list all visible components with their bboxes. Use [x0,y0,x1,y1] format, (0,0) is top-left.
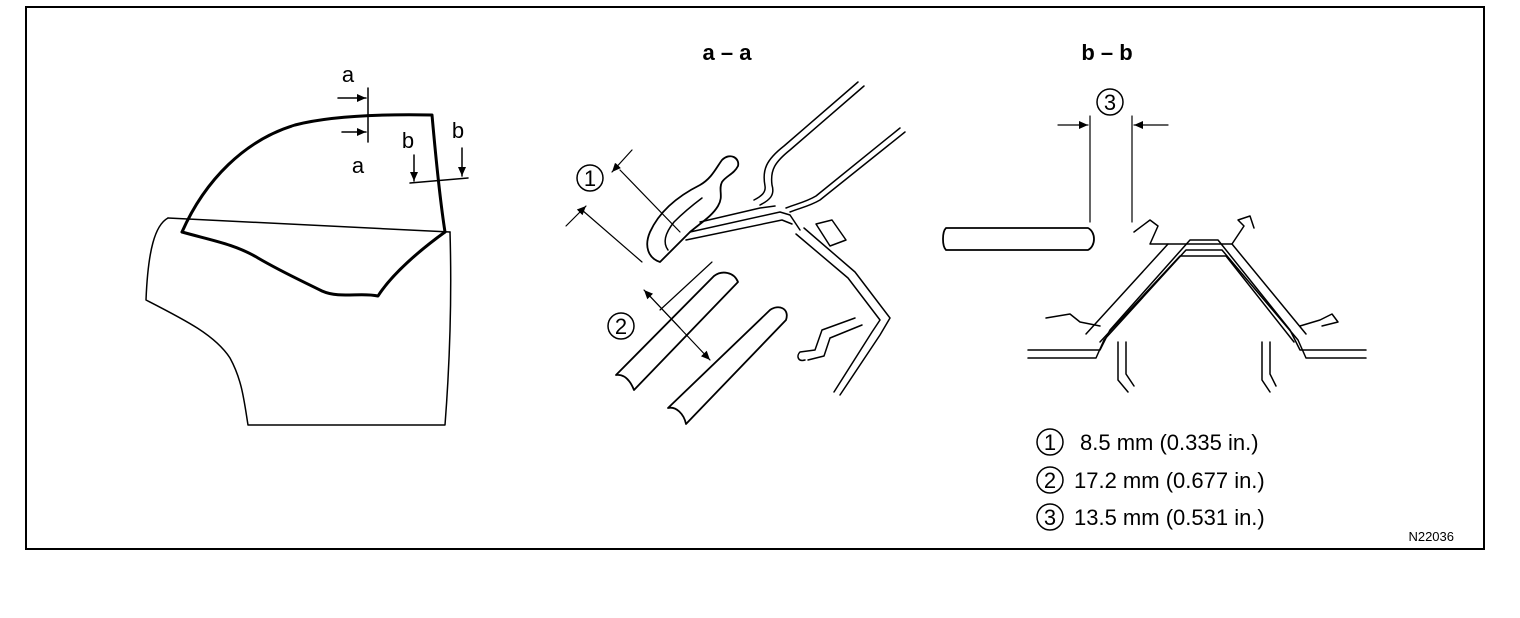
glass-lower-edge [180,230,447,298]
flange-1 [689,211,801,233]
section-b-title: b – b [1081,40,1132,65]
legend-1-text: 8.5 mm (0.335 in.) [1080,430,1259,455]
weatherstrip-inner [664,197,703,251]
legend-1-num: 1 [1044,430,1056,455]
legend-3-num: 3 [1044,505,1056,530]
door-body-outline [145,217,452,426]
post-right-inner [1269,341,1277,387]
callout-3: 3 [1104,90,1116,115]
marker-b-left: b [402,128,414,153]
callout-2: 2 [615,314,627,339]
roof-panel-inner [753,81,859,201]
legend-2-text: 17.2 mm (0.677 in.) [1074,468,1265,493]
glass-edge [942,227,1095,251]
glass-piece-2 [667,306,788,425]
door-glass-outline [180,113,447,234]
callout-1-circle [576,164,604,192]
post-left-inner [1125,341,1135,387]
post-left [1117,341,1129,393]
belt-line [167,217,451,233]
dim-2-arrow-back [643,289,681,329]
callout-2-circle [607,312,635,340]
marker-a-bottom: a [352,153,365,178]
callout-1: 1 [584,166,596,191]
section-b-b: b – b 3 [942,40,1367,393]
section-a-title: a – a [703,40,753,65]
hat-section-3 [1099,255,1295,343]
legend-2-circle [1036,466,1064,494]
lower-trim [797,317,856,362]
weatherstrip [646,155,740,263]
flange-2 [685,219,793,241]
pillar-inner [795,233,881,393]
clip-right [1231,215,1255,245]
section-a-a: a – a 1 2 [565,40,906,425]
legend-item: 2 17.2 mm (0.677 in.) [1036,466,1265,494]
dim-1-arrow-top [611,149,633,173]
glass-piece-1 [615,271,739,391]
hat-section-2 [1027,249,1367,359]
figure-frame [25,6,1485,550]
dim-1-arrow-bottom [565,205,587,227]
dim-2-ext-a [659,261,713,311]
roof-rail-outer [789,131,906,213]
section-line-b [409,177,469,184]
post-right [1261,341,1271,393]
legend-3-text: 13.5 mm (0.531 in.) [1074,505,1265,530]
marker-a-top: a [342,62,355,87]
clip-left [1133,219,1169,245]
lower-trim-inner [807,324,863,361]
hat-section-4 [1085,243,1307,335]
legend: 1 8.5 mm (0.335 in.) 2 17.2 mm (0.677 in… [1036,428,1265,531]
roof-rail-inner [785,127,901,209]
roof-panel-outer [759,85,865,206]
legend-3-circle [1036,503,1064,531]
flange-right [1299,313,1339,327]
door-view: a a b b [145,62,469,426]
marker-b-right: b [452,118,464,143]
legend-item: 3 13.5 mm (0.531 in.) [1036,503,1265,531]
clip [815,219,847,247]
figure-code: N22036 [1408,529,1454,544]
legend-1-circle [1036,428,1064,456]
flange-left [1045,313,1101,327]
callout-3-circle [1096,88,1124,116]
dim-1-ext-b [581,209,643,263]
pillar-outer [803,227,891,396]
legend-item: 1 8.5 mm (0.335 in.) [1036,428,1259,456]
legend-2-num: 2 [1044,468,1056,493]
flange-3 [699,205,776,223]
dim-1-ext-a [619,169,681,233]
